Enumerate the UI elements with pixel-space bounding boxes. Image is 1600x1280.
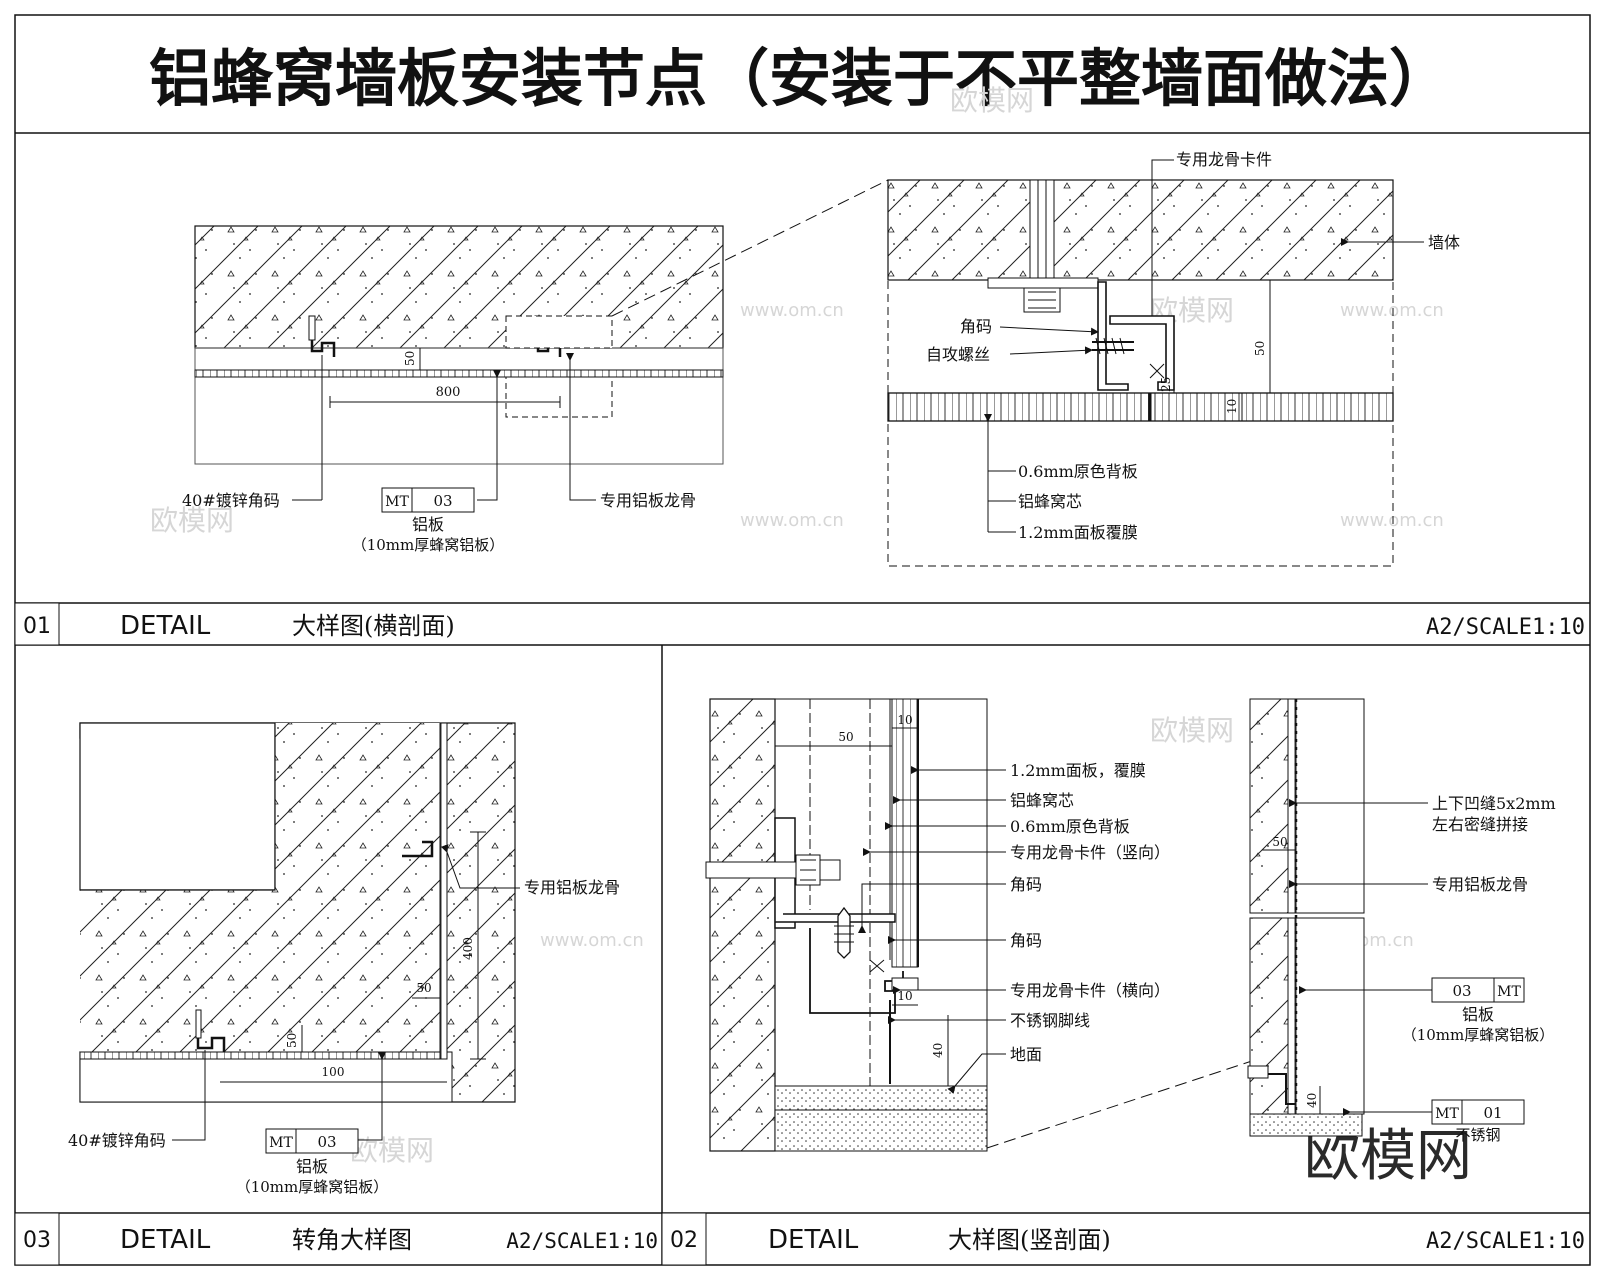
panel-01-plan: 800 50 40#镀锌角码 MT 03 铝板 （10mm厚蜂窝铝板） 专用铝板… — [182, 179, 889, 554]
detail-label-angle: 角码 — [960, 317, 992, 336]
detail-dim-10: 10 — [1225, 399, 1239, 414]
footer-02-detail: DETAIL — [768, 1225, 859, 1255]
watermark-brand: 欧模网 — [950, 84, 1034, 117]
dim-800: 800 — [436, 385, 461, 400]
section-label-clip-h: 专用龙骨卡件（横向） — [1010, 981, 1170, 1000]
corner-label-board-sub: （10mm厚蜂窝铝板） — [236, 1178, 389, 1196]
section-dim-40: 40 — [931, 1043, 945, 1058]
section-label-clip-v: 专用龙骨卡件（竖向） — [1010, 843, 1170, 862]
panel-03-corner: 400 50 50 100 专用铝板龙骨 40#镀锌角码 MT 03 铝板 （1… — [68, 722, 620, 1196]
watermark-brand: 欧模网 — [150, 504, 234, 537]
corner-label-keel: 专用铝板龙骨 — [524, 878, 620, 897]
elev-tag2-no: 01 — [1483, 1104, 1502, 1122]
section-label-core: 铝蜂窝芯 — [1010, 791, 1074, 810]
elev-material-tag — [1431, 977, 1525, 1003]
elev-label-board-sub: （10mm厚蜂窝铝板） — [1402, 1026, 1555, 1044]
corner-label-angle: 40#镀锌角码 — [68, 1131, 166, 1150]
elev-tag2-text: 不锈钢 — [1455, 1126, 1500, 1144]
elev-label-keel: 专用铝板龙骨 — [1432, 875, 1528, 894]
corner-dim-100: 100 — [322, 1065, 345, 1079]
label-board: 铝板 — [412, 515, 444, 534]
panel-02-elevation: 50 40 上下凹缝5x2mm 左右密缝拼接 专用铝板龙骨 03 MT 铝板 （… — [1247, 698, 1556, 1144]
footer-01: 01 DETAIL 大样图(横剖面) A2/SCALE1:10 — [14, 602, 1585, 646]
corner-tag-mt: MT — [269, 1135, 293, 1151]
corner-label-board: 铝板 — [296, 1157, 328, 1176]
watermark-site: www.om.cn — [740, 300, 844, 321]
panel-02-section: 50 10 10 40 1.2mm面板，覆膜 铝蜂窝芯 0.6mm原色背板 专用… — [705, 698, 1256, 1152]
elev-tag-no: 03 — [1452, 982, 1471, 1000]
footer-03-num: 03 — [23, 1228, 51, 1253]
section-dim-50: 50 — [838, 730, 853, 744]
detail-label-core: 铝蜂窝芯 — [1018, 492, 1082, 511]
material-tag — [381, 487, 475, 513]
watermark-site: www.om.cn — [540, 930, 644, 951]
footer-01-detail: DETAIL — [120, 611, 211, 641]
panel-01-detail: 50 25 10 专用龙骨卡件 墙体 角码 自攻螺丝 0.6mm原色背板 铝蜂窝… — [887, 150, 1460, 567]
detail-label-screw: 自攻螺丝 — [926, 345, 990, 364]
detail-label-clip: 专用龙骨卡件 — [1176, 150, 1272, 169]
footer-02: 02 DETAIL 大样图(竖剖面) A2/SCALE1:10 — [661, 1212, 1585, 1266]
footer-02-num: 02 — [670, 1228, 698, 1253]
elev-tag-mt: MT — [1497, 984, 1521, 1000]
label-angle-code: 40#镀锌角码 — [182, 491, 280, 510]
corner-dim-50a: 50 — [416, 981, 431, 995]
section-label-angle2: 角码 — [1010, 931, 1042, 950]
section-dim-10b: 10 — [897, 989, 912, 1003]
section-label-back: 0.6mm原色背板 — [1010, 817, 1130, 836]
footer-03-detail: DETAIL — [120, 1225, 211, 1255]
footer-03: 03 DETAIL 转角大样图 A2/SCALE1:10 — [14, 1212, 658, 1266]
elev-material-tag2 — [1431, 1099, 1525, 1125]
corner-dim-400: 400 — [461, 937, 475, 960]
detail-dim-25: 25 — [1159, 377, 1173, 392]
watermark-brand: 欧模网 — [350, 1134, 434, 1167]
corner-dim-50b: 50 — [285, 1033, 299, 1048]
watermarks: www.om.cn www.om.cn www.om.cn www.om.cn … — [150, 84, 1444, 1167]
watermark-brand: 欧模网 — [1150, 714, 1234, 747]
footer-02-name: 大样图(竖剖面) — [948, 1226, 1111, 1254]
elev-label-board: 铝板 — [1462, 1005, 1494, 1024]
footer-01-num: 01 — [23, 614, 51, 639]
corner-material-tag — [265, 1128, 359, 1154]
detail-dim-50: 50 — [1253, 341, 1267, 356]
elev-label-joint1: 上下凹缝5x2mm — [1432, 794, 1556, 813]
elev-dim-50: 50 — [1272, 835, 1287, 849]
material-tag-no: 03 — [433, 492, 452, 510]
corner-tag-no: 03 — [317, 1133, 336, 1151]
footer-01-scale: A2/SCALE1:10 — [1426, 615, 1585, 640]
detail-label-face: 1.2mm面板覆膜 — [1018, 523, 1138, 542]
section-label-angle1: 角码 — [1010, 875, 1042, 894]
watermark-site: www.om.cn — [1340, 510, 1444, 531]
sheet-title: 铝蜂窝墙板安装节点（安装于不平整墙面做法） — [149, 42, 1451, 115]
footer-02-scale: A2/SCALE1:10 — [1426, 1229, 1585, 1254]
sheet-frame — [14, 14, 1591, 1266]
detail-label-wall: 墙体 — [1428, 233, 1460, 252]
section-dim-10a: 10 — [897, 713, 912, 727]
section-label-skirting: 不锈钢脚线 — [1010, 1011, 1090, 1030]
footer-03-name: 转角大样图 — [292, 1226, 412, 1254]
elev-tag2-mt: MT — [1435, 1106, 1459, 1122]
material-tag-mt: MT — [385, 494, 409, 510]
footer-03-scale: A2/SCALE1:10 — [506, 1229, 658, 1253]
watermark-site: www.om.cn — [1340, 300, 1444, 321]
elev-label-joint2: 左右密缝拼接 — [1432, 815, 1528, 834]
section-label-face: 1.2mm面板，覆膜 — [1010, 761, 1146, 780]
label-keel: 专用铝板龙骨 — [600, 491, 696, 510]
label-board-sub: （10mm厚蜂窝铝板） — [352, 536, 505, 554]
section-label-floor: 地面 — [1010, 1045, 1042, 1064]
dim-50: 50 — [403, 351, 417, 366]
footer-01-name: 大样图(横剖面) — [292, 612, 455, 640]
detail-label-back: 0.6mm原色背板 — [1018, 462, 1138, 481]
elev-dim-40: 40 — [1305, 1093, 1319, 1108]
watermark-site: www.om.cn — [740, 510, 844, 531]
